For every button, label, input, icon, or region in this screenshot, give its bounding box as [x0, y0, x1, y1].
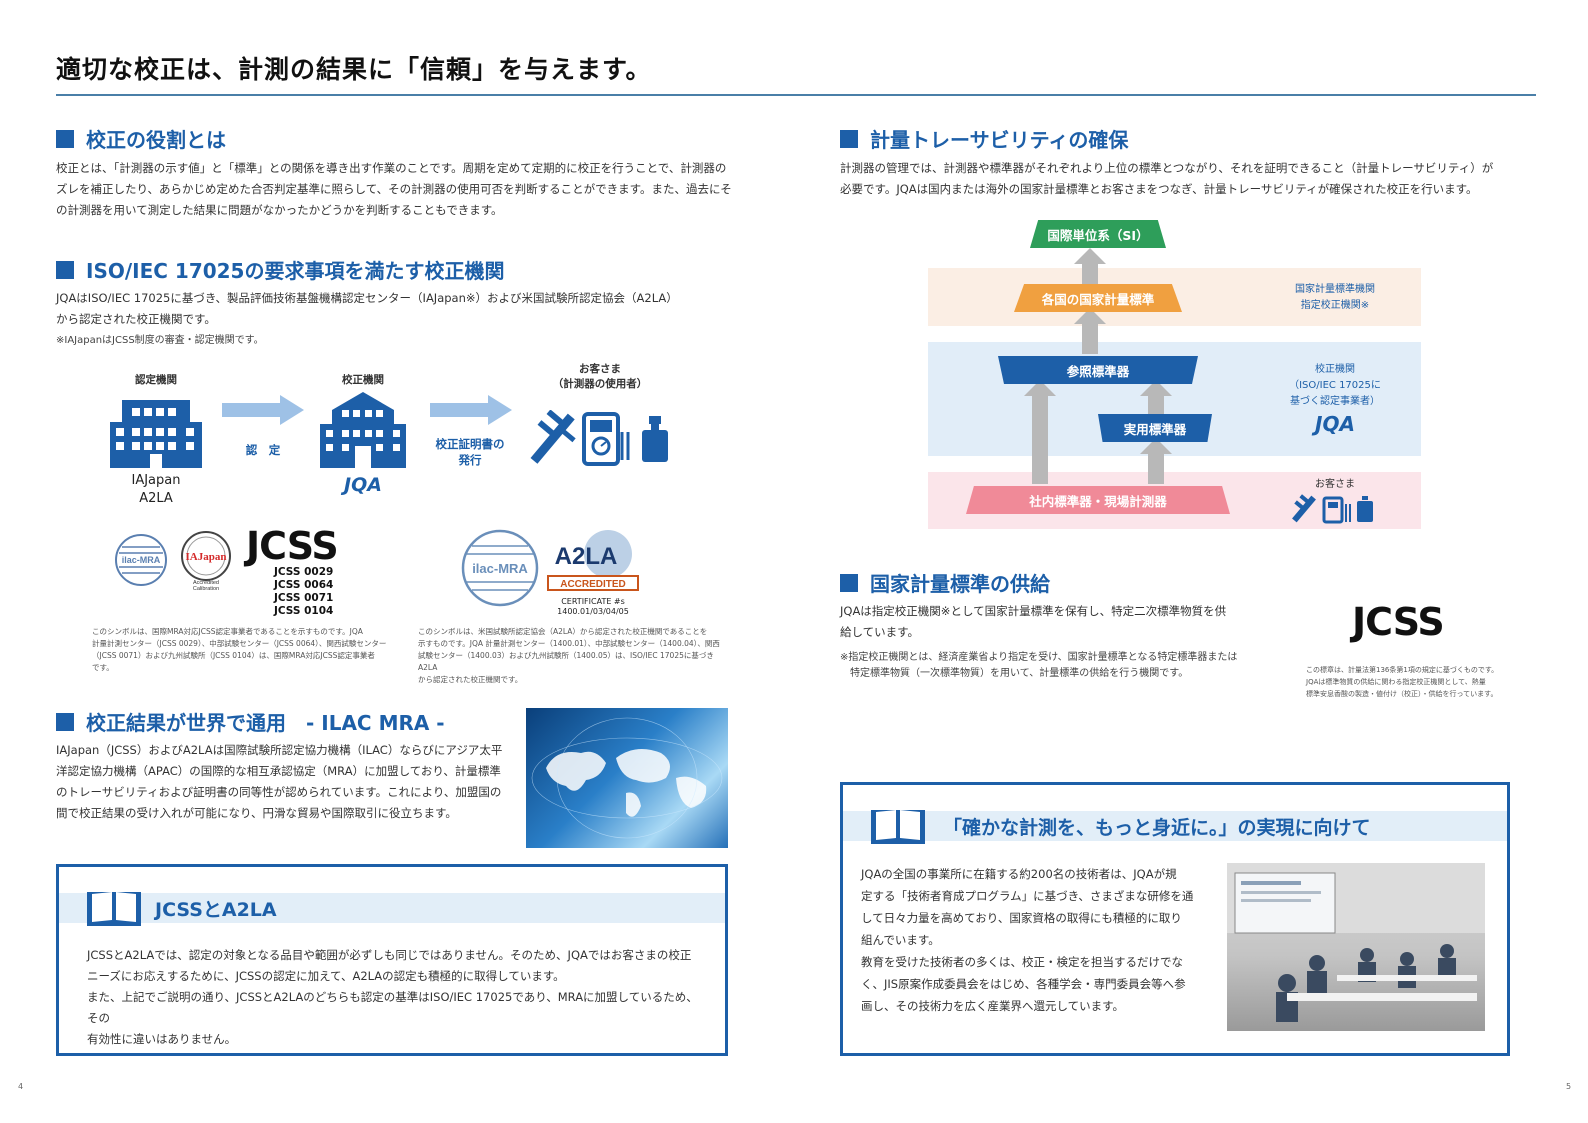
jcss-a2la-box-text: JCSSとA2LAでは、認定の対象となる品目や範囲が必ずしも同じではありません。…	[87, 948, 698, 1046]
iajapan-logo: IAJapan Accredited Calibration	[181, 531, 231, 592]
iso-note: ※IAJapanはJCSS制度の審査・認定機関です。	[56, 335, 264, 346]
note-jqa: 校正機関 （ISO/IEC 17025に 基づく認定事業者）	[1289, 364, 1381, 407]
training-box: 「確かな計測を、もっと身近に。」の実現に向けて JQAの全国の事業所に在籍する約…	[840, 782, 1510, 1056]
traceability-arrows	[1024, 248, 1172, 484]
title-square-icon	[840, 573, 858, 592]
title-square-icon	[56, 129, 74, 148]
working-standard-level: 実用標準器	[1098, 414, 1212, 442]
section-title-traceability: 計量トレーサビリティの確保	[840, 124, 1128, 153]
header-divider	[56, 94, 1536, 96]
caliper-icon	[530, 410, 576, 464]
inhouse-standard-level: 社内標準器・現場計測器	[966, 486, 1230, 514]
svg-text:Accredited: Accredited	[193, 580, 219, 586]
training-box-text: JQAの全国の事業所に在籍する約200名の技術者は、JQAが規 定する「技術者育…	[861, 867, 1194, 1013]
supply-paragraph: JQAは指定校正機関※として国家計量標準を保有し、特定二次標準物質を供 給してい…	[840, 604, 1227, 639]
a2la-logo: A2LA ACCREDITED	[547, 530, 639, 591]
page-number-left: 4	[18, 1082, 24, 1091]
world-map-image	[526, 708, 728, 848]
title-square-icon	[840, 129, 858, 148]
svg-text:Calibration: Calibration	[193, 586, 219, 592]
svg-text:ilac-MRA: ilac-MRA	[472, 561, 528, 576]
title-square-icon	[56, 712, 74, 731]
customer-instruments-icon	[1292, 494, 1373, 524]
svg-text:IAJapan: IAJapan	[186, 551, 227, 563]
reference-standard-level: 参照標準器	[998, 356, 1198, 384]
role-paragraph: 校正とは、「計測器の示す値」と「標準」との関係を導き出す作業のことです。周期を定…	[56, 161, 732, 217]
ilac-paragraph: IAJapan（JCSS）およびA2LAは国際試験所認定協力機構（ILAC）なら…	[56, 743, 503, 820]
ilac-mra-logo-2: ilac-MRA	[461, 529, 539, 607]
building-icon	[110, 400, 202, 468]
accreditor-names: IAJapan A2LA	[131, 473, 181, 506]
page-number-right: 5	[1566, 1082, 1572, 1091]
box-title-band: JCSSとA2LA	[59, 892, 725, 926]
traceability-paragraph: 計測器の管理では、計測器や標準器がそれぞれより上位の標準とつながり、それを証明で…	[840, 161, 1494, 196]
book-icon	[87, 892, 141, 926]
jcss-logo-right: JCSS	[1352, 600, 1445, 644]
section-title-supply: 国家計量標準の供給	[840, 568, 1050, 597]
svg-text:A2LA: A2LA	[555, 543, 618, 570]
svg-text:ilac-MRA: ilac-MRA	[122, 555, 161, 565]
title-square-icon	[56, 260, 74, 279]
jcss-logo-note: このシンボルは、国際MRA対応JCSS認定事業者であることを示すものです。JQA…	[92, 627, 387, 672]
flow-label-accreditor: 認定機関	[135, 374, 177, 386]
flow-arrow-2-label: 校正証明書の 発行	[435, 437, 505, 467]
book-icon	[871, 810, 925, 844]
supply-note: ※指定校正機関とは、経済産業省より指定を受け、国家計量標準となる特定標準器または…	[840, 652, 1238, 679]
office-building-icon	[320, 392, 406, 468]
flow-arrow-2	[430, 395, 512, 425]
a2la-certificate: CERTIFICATE #s 1400.01/03/04/05	[557, 597, 629, 616]
jqa-logo-diagram: JQA	[1315, 412, 1355, 436]
training-room-photo	[1227, 863, 1485, 1031]
note-customer: お客さま	[1315, 479, 1355, 490]
a2la-logo-note: このシンボルは、米国試験所認定協会（A2LA）から認定された校正機関であることを…	[418, 627, 720, 684]
si-level: 国際単位系（SI）	[1030, 220, 1166, 248]
weight-icon	[642, 416, 668, 462]
page-title: 適切な校正は、計測の結果に「信頼」を与えます。	[56, 55, 652, 84]
ilac-mra-logo: ilac-MRA	[115, 534, 167, 586]
box-title-band: 「確かな計測を、もっと身近に。」の実現に向けて	[843, 810, 1507, 844]
training-box-title: 「確かな計測を、もっと身近に。」の実現に向けて	[943, 816, 1371, 839]
national-standard-level: 各国の国家計量標準	[1014, 284, 1182, 312]
jqa-logo: JQA	[344, 474, 382, 496]
iso-paragraph: JQAはISO/IEC 17025に基づき、製品評価技術基盤機構認定センター（I…	[56, 291, 678, 326]
section-title-role: 校正の役割とは	[56, 124, 226, 153]
flow-arrow-1-label: 認 定	[245, 443, 281, 457]
note-national: 国家計量標準機関 指定校正機関※	[1295, 284, 1375, 311]
multimeter-icon	[582, 412, 630, 466]
section-title-iso: ISO/IEC 17025の要求事項を満たす校正機関	[56, 255, 504, 284]
jcss-number-list: JCSS 0029 JCSS 0064 JCSS 0071 JCSS 0104	[274, 566, 334, 617]
jcss-a2la-box: JCSSとA2LA JCSSとA2LAでは、認定の対象となる品目や範囲が必ずしも…	[56, 864, 728, 1056]
flow-arrow-1	[222, 395, 304, 425]
svg-text:ACCREDITED: ACCREDITED	[560, 579, 626, 590]
section-title-ilac: 校正結果が世界で通用 - ILAC MRA -	[56, 707, 445, 736]
jcss-mark-note: この標章は、計量法第136条第1項の規定に基づくものです。 JQAは標準物質の供…	[1306, 666, 1499, 698]
flow-label-calibrator: 校正機関	[342, 374, 384, 386]
jcss-logo-left: JCSS	[246, 524, 339, 568]
jcss-a2la-box-title: JCSSとA2LA	[155, 898, 277, 921]
flow-label-customer: お客さま （計測器の使用者）	[552, 363, 648, 390]
